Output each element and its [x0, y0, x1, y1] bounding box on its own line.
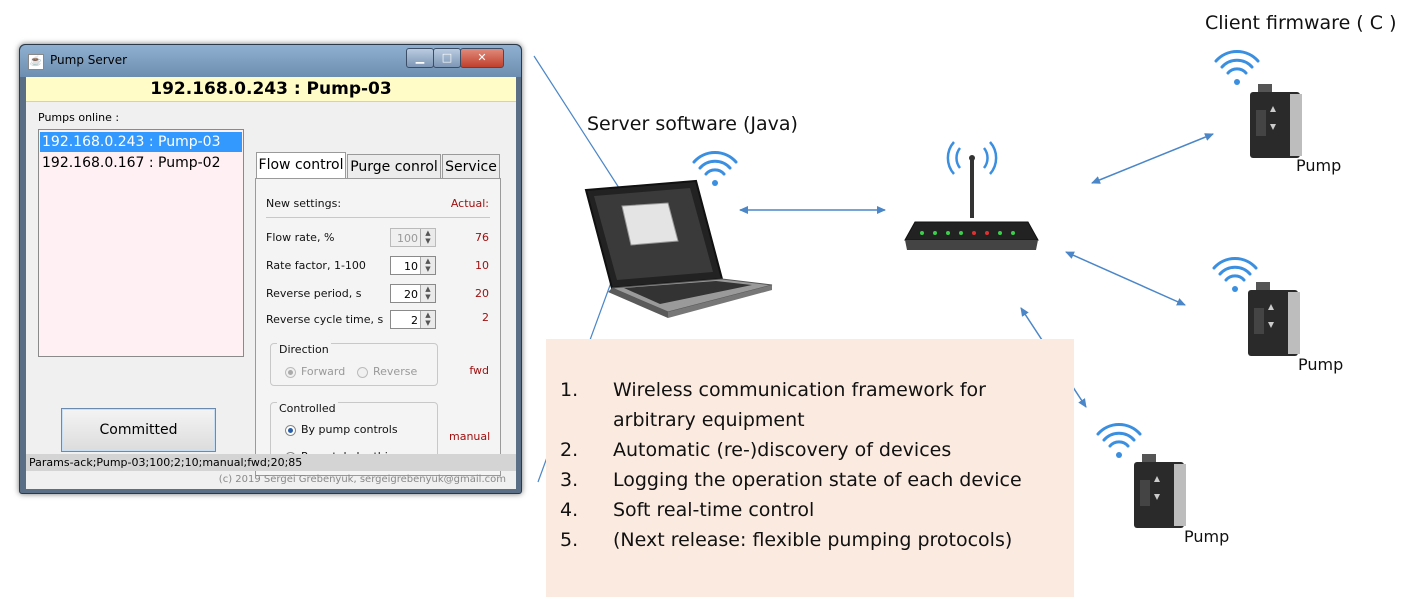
direction-title: Direction [277, 343, 331, 356]
status-bar: Params-ack;Pump-03;100;2;10;manual;fwd;2… [26, 454, 516, 471]
controlled-actual: manual [449, 430, 491, 443]
pump-label-1: Pump [1296, 156, 1342, 175]
wifi-icon [1212, 257, 1258, 292]
reverse-radio-label: Reverse [373, 365, 418, 378]
tab-purge-control[interactable]: Purge conrol [347, 154, 441, 179]
window-titlebar[interactable]: ☕ Pump Server ▁ □ ✕ [20, 45, 521, 77]
feature-item-3: 3. Logging the operation state of each d… [560, 465, 1060, 495]
forward-radio-label: Forward [301, 365, 346, 378]
laptop-icon [584, 179, 773, 318]
rate-factor-spinner[interactable]: 10 ▲▼ [390, 256, 436, 275]
by-pump-controls-label: By pump controls [301, 423, 398, 436]
server-software-label: Server software (Java) [587, 113, 798, 135]
rate-factor-actual: 10 [475, 259, 489, 272]
forward-radio[interactable] [285, 367, 296, 378]
spinner-arrows-icon[interactable]: ▲▼ [420, 257, 435, 274]
reverse-period-spinner[interactable]: 20 ▲▼ [390, 284, 436, 303]
close-button[interactable]: ✕ [460, 48, 504, 68]
divider [266, 217, 490, 218]
flow-rate-spinner[interactable]: 100 ▲▼ [390, 228, 436, 247]
feature-item-2: 2. Automatic (re-)discovery of devices [560, 435, 1060, 465]
arrow-router-pump-2 [1065, 251, 1186, 306]
selected-pump-header: 192.168.0.243 : Pump-03 [26, 77, 516, 102]
zoom-line-top [533, 55, 631, 206]
feature-text: (Next release: flexible pumping protocol… [613, 529, 1013, 551]
pump-label-3: Pump [1184, 527, 1230, 546]
new-settings-label: New settings: [266, 197, 342, 210]
feature-number: 3. [560, 469, 579, 491]
client-firmware-label: Client firmware ( C ) [1205, 12, 1397, 34]
reverse-cycle-actual: 2 [482, 311, 489, 324]
pumps-list[interactable]: 192.168.0.243 : Pump-03 192.168.0.167 : … [38, 129, 244, 357]
flow-rate-value: 100 [397, 232, 418, 245]
tab-flow-control[interactable]: Flow control [256, 152, 346, 180]
window-client: 192.168.0.243 : Pump-03 Pumps online : 1… [26, 77, 516, 489]
reverse-cycle-spinner[interactable]: 2 ▲▼ [390, 310, 436, 329]
wifi-icon [1096, 423, 1142, 458]
rate-factor-label: Rate factor, 1-100 [266, 259, 366, 272]
feature-number: 1. [560, 379, 579, 401]
java-app-icon: ☕ [28, 54, 44, 70]
copyright-text: (c) 2019 Sergei Grebenyuk, sergeigrebeny… [218, 474, 506, 485]
spinner-arrows-icon[interactable]: ▲▼ [420, 229, 435, 246]
feature-item-4: 4. Soft real-time control [560, 495, 1060, 525]
pump-label-2: Pump [1298, 355, 1344, 374]
direction-group: Direction Forward Reverse [270, 343, 438, 386]
pump-device-icon [1250, 84, 1302, 158]
feature-text: Automatic (re-)discovery of devices [613, 439, 952, 461]
flow-control-panel: New settings: Actual: Flow rate, % 100 ▲… [255, 178, 501, 476]
feature-item-5: 5. (Next release: flexible pumping proto… [560, 525, 1060, 555]
committed-button[interactable]: Committed [61, 408, 216, 452]
pump-server-window: ☕ Pump Server ▁ □ ✕ 192.168.0.243 : Pump… [19, 44, 522, 494]
flow-rate-label: Flow rate, % [266, 231, 335, 244]
feature-number: 2. [560, 439, 579, 461]
wifi-icon [1214, 50, 1260, 85]
router-icon [904, 141, 1039, 250]
feature-text: Soft real-time control [613, 499, 815, 521]
flow-rate-actual: 76 [475, 231, 489, 244]
arrow-router-pump-1 [1091, 133, 1214, 184]
feature-text: Logging the operation state of each devi… [613, 469, 1022, 491]
feature-text: Wireless communication framework for arb… [613, 379, 986, 431]
pump-device-icon [1248, 282, 1300, 356]
reverse-radio[interactable] [357, 367, 368, 378]
controlled-title: Controlled [277, 402, 338, 415]
by-pump-controls-radio[interactable] [285, 425, 296, 436]
pumps-online-label: Pumps online : [38, 111, 120, 124]
tab-service[interactable]: Service [442, 154, 500, 179]
reverse-period-label: Reverse period, s [266, 287, 362, 300]
pump-list-item[interactable]: 192.168.0.243 : Pump-03 [40, 132, 242, 152]
wifi-icon [692, 151, 738, 186]
spinner-arrows-icon[interactable]: ▲▼ [420, 311, 435, 328]
reverse-cycle-label: Reverse cycle time, s [266, 313, 384, 326]
pump-device-icon [1134, 454, 1186, 528]
reverse-period-value: 20 [404, 288, 418, 301]
window-title: Pump Server [50, 53, 128, 67]
rate-factor-value: 10 [404, 260, 418, 273]
pump-list-item[interactable]: 192.168.0.167 : Pump-02 [42, 155, 221, 171]
direction-actual: fwd [469, 364, 489, 377]
reverse-cycle-value: 2 [411, 314, 418, 327]
spinner-arrows-icon[interactable]: ▲▼ [420, 285, 435, 302]
feature-number: 5. [560, 529, 579, 551]
reverse-period-actual: 20 [475, 287, 489, 300]
actual-label: Actual: [450, 197, 489, 210]
features-box: 1. Wireless communication framework for … [546, 339, 1074, 597]
feature-item-1: 1. Wireless communication framework for … [560, 375, 1060, 435]
feature-number: 4. [560, 499, 579, 521]
